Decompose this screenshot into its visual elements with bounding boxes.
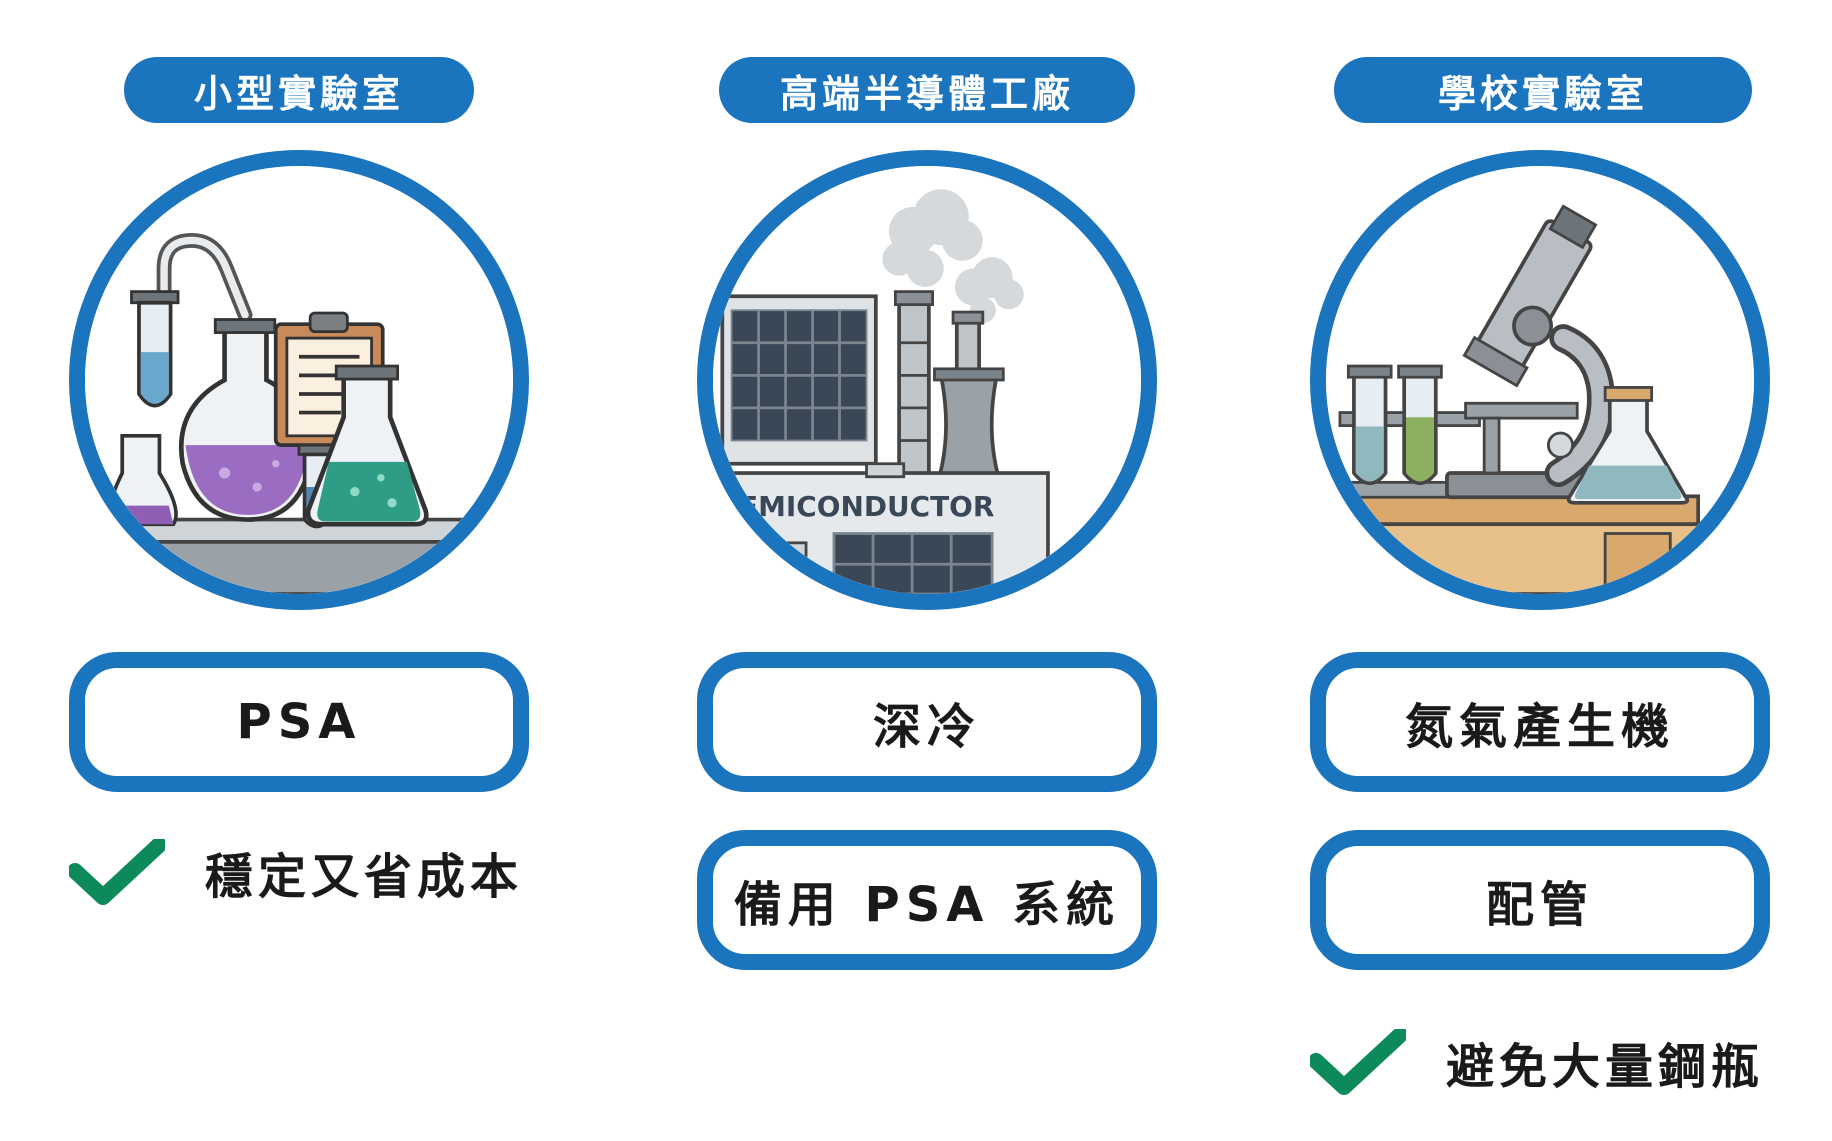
factory-illustration: EMICONDUCTOR — [697, 150, 1157, 610]
column-title: 學校實驗室 — [1334, 57, 1752, 123]
method-piping: 配管 — [1310, 830, 1770, 970]
school-lab-illustration — [1310, 150, 1770, 610]
microscope-lab-icon — [1326, 166, 1754, 594]
column-school-lab: 學校實驗室 — [1310, 0, 1770, 1141]
lab-illustration — [69, 150, 529, 610]
semiconductor-factory-icon: EMICONDUCTOR — [713, 166, 1141, 594]
benefit-text: 穩定又省成本 — [205, 849, 524, 905]
laboratory-glassware-icon — [85, 166, 513, 594]
method-cryogenic: 深冷 — [697, 652, 1157, 792]
column-title: 小型實驗室 — [124, 57, 474, 123]
benefit-text: 避免大量鋼瓶 — [1446, 1039, 1765, 1095]
method-psa: PSA — [69, 652, 529, 792]
column-title: 高端半導體工廠 — [719, 57, 1135, 123]
method-nitrogen-generator: 氮氣產生機 — [1310, 652, 1770, 792]
benefit-row: 穩定又省成本 — [69, 832, 523, 912]
check-icon — [1310, 1029, 1406, 1095]
column-small-lab: 小型實驗室 — [69, 0, 529, 1141]
column-semiconductor-fab: 高端半導體工廠 — [697, 0, 1157, 1141]
method-backup-psa: 備用 PSA 系統 — [697, 830, 1157, 970]
benefit-row: 避免大量鋼瓶 — [1310, 1022, 1764, 1102]
check-icon — [69, 839, 165, 905]
factory-sign: EMICONDUCTOR — [739, 490, 994, 523]
